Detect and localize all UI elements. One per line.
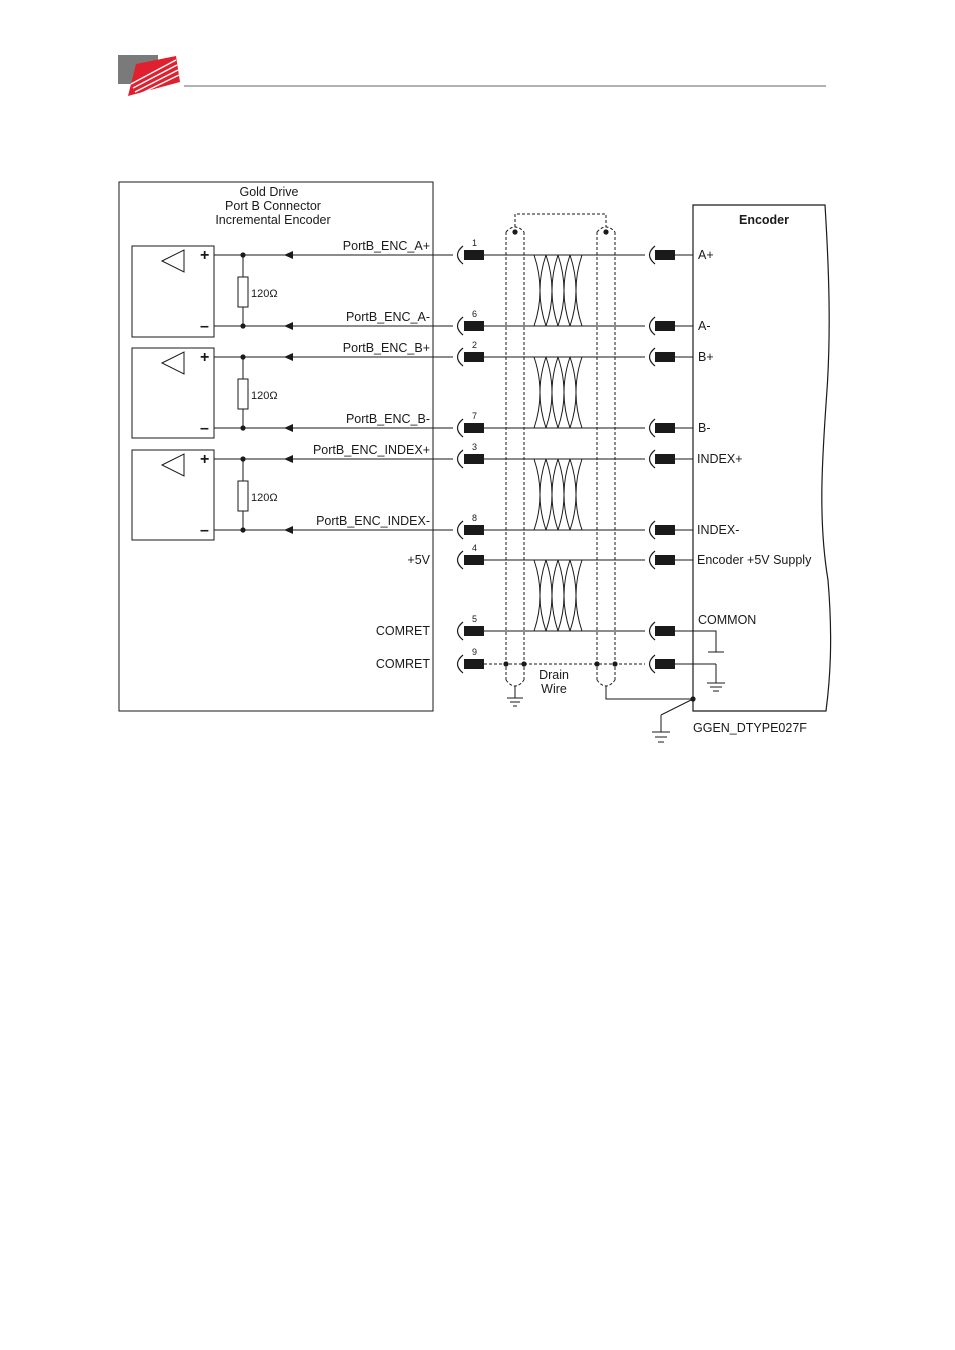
wire-row: 6 PortB_ENC_A- A- [214,309,711,335]
connector-pin-encoder [655,352,675,362]
connector-pin-encoder [655,250,675,260]
drive-signal-label: PortB_ENC_B+ [343,341,430,355]
company-logo [118,55,180,96]
connector-pin-drive [464,454,484,464]
encoder-signal-label: COMMON [698,613,756,627]
termination-resistor [238,379,248,409]
drive-signal-label: +5V [407,553,430,567]
connector-pin-encoder [655,555,675,565]
resistor-value: 120Ω [251,288,278,300]
pin-number: 8 [472,513,477,523]
drain-wire: Drain Wire [484,664,645,696]
signal-arrow-icon [284,251,293,259]
pin-number: 4 [472,543,477,553]
resistor-value: 120Ω [251,390,278,402]
plus-sign: + [200,247,209,264]
twisted-pair [527,459,587,530]
wire-group: 1PortB_ENC_A+A+6PortB_ENC_A-A-2PortB_ENC… [214,238,812,673]
wire-row: 7 PortB_ENC_B- B- [214,411,711,437]
encoder-signal-label: B+ [698,350,714,364]
encoder-signal-label: Encoder +5V Supply [697,553,812,567]
pin-number: 3 [472,442,477,452]
connector-pin-drive [464,321,484,331]
drive-signal-label: PortB_ENC_A+ [343,239,430,253]
minus-sign: – [200,522,209,539]
drain-wire-label: Drain [539,668,569,682]
encoder-signal-label: A+ [698,248,714,262]
plus-sign: + [200,349,209,366]
drive-signal-label: PortB_ENC_A- [346,310,430,324]
connector-pin-encoder [655,423,675,433]
drive-signal-label: PortB_ENC_INDEX+ [313,443,430,457]
drive-signal-label: PortB_ENC_INDEX- [316,514,430,528]
connector-pin-drive [464,555,484,565]
encoder-signal-label: INDEX+ [697,452,743,466]
twisted-pair [527,357,587,428]
encoder-title: Encoder [739,213,789,227]
pin-number: 9 [472,647,477,657]
encoder-signal-label: INDEX- [697,523,739,537]
connector-pin-drive [464,525,484,535]
pin-number: 6 [472,309,477,319]
resistor-value: 120Ω [251,492,278,504]
drive-signal-label: PortB_ENC_B- [346,412,430,426]
receiver-triangle-icon [162,250,184,272]
signal-arrow-icon [284,353,293,361]
signal-arrow-icon [284,455,293,463]
connector-pin-encoder [655,525,675,535]
drain-wire-label: Wire [541,682,567,696]
receiver-channel: + – 120Ω [132,348,278,438]
termination-resistor [238,277,248,307]
signal-arrow-icon [284,322,293,330]
pin-number: 2 [472,340,477,350]
encoder-signal-label: B- [698,421,711,435]
connector-pin-drive [464,423,484,433]
drive-title-line: Port B Connector [225,199,321,213]
termination-resistor [238,481,248,511]
twisted-pair [527,255,587,326]
pin-number: 1 [472,238,477,248]
connector-pin-encoder [655,321,675,331]
receiver-channels: + – 120Ω + – 120Ω + – 120Ω [132,246,278,540]
connector-pin-drive [464,659,484,669]
drawing-code: GGEN_DTYPE027F [693,721,807,735]
receiver-channel: + – 120Ω [132,246,278,337]
receiver-triangle-icon [162,454,184,476]
wire-row: 8 PortB_ENC_INDEX- INDEX- [214,513,739,539]
connector-pin-drive [464,250,484,260]
plus-sign: + [200,451,209,468]
wire-row: 1 PortB_ENC_A+ A+ [214,238,714,264]
drive-title: Gold Drive Port B Connector Incremental … [215,185,330,227]
receiver-channel: + – 120Ω [132,450,278,540]
signal-arrow-icon [284,424,293,432]
connector-pin-drive [464,626,484,636]
encoder-signal-label: A- [698,319,711,333]
signal-arrow-icon [284,526,293,534]
pin-number: 7 [472,411,477,421]
wire-row: 2 PortB_ENC_B+ B+ [214,340,714,366]
drive-title-line: Gold Drive [239,185,298,199]
minus-sign: – [200,420,209,437]
connector-pin-encoder [655,626,675,636]
wire-row: 4 +5V Encoder +5V Supply [407,543,812,569]
drive-signal-label: COMRET [376,624,431,638]
connector-pin-encoder [655,659,675,669]
drive-signal-label: COMRET [376,657,431,671]
pin-number: 5 [472,614,477,624]
wire-row: 3 PortB_ENC_INDEX+ INDEX+ [214,442,743,468]
connector-pin-drive [464,352,484,362]
minus-sign: – [200,318,209,335]
receiver-triangle-icon [162,352,184,374]
drive-title-line: Incremental Encoder [215,213,330,227]
connector-pin-encoder [655,454,675,464]
twisted-pair [527,560,587,631]
